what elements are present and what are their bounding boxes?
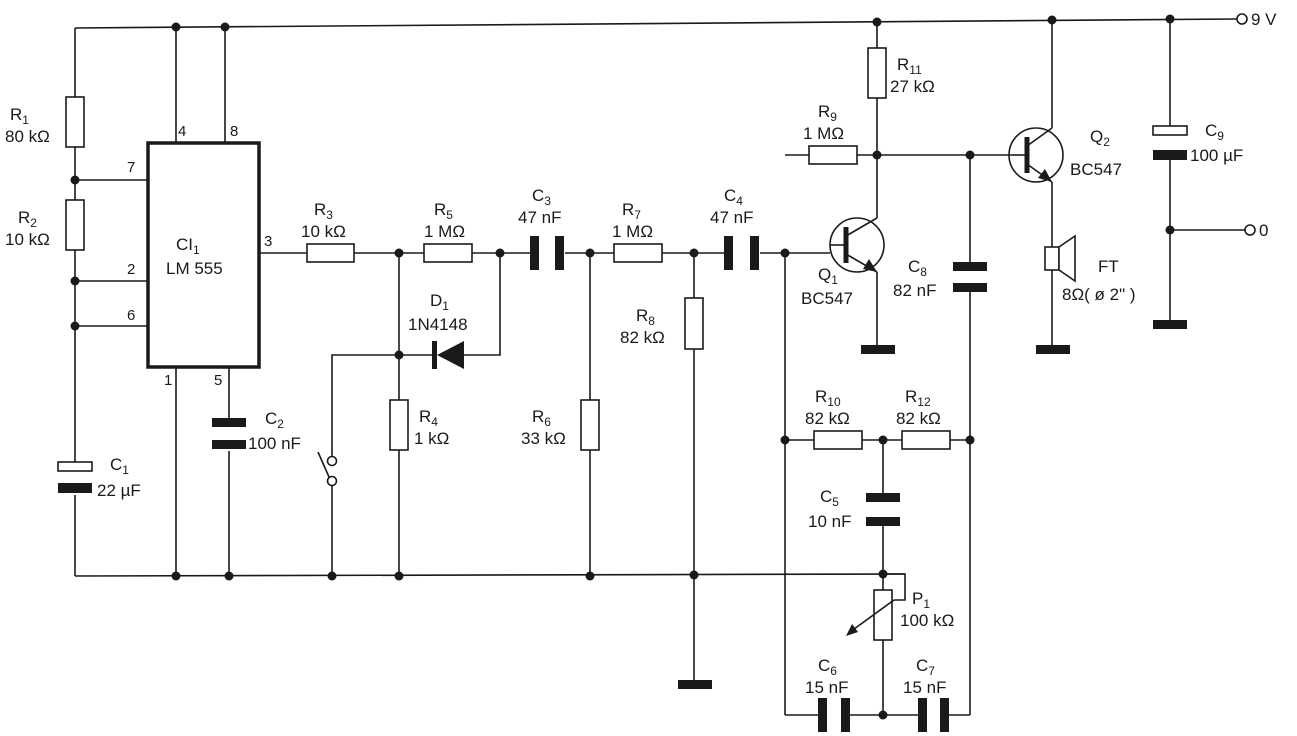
svg-text:47 nF: 47 nF bbox=[518, 208, 561, 227]
svg-text:100 µF: 100 µF bbox=[1190, 146, 1243, 165]
svg-text:10 nF: 10 nF bbox=[808, 512, 851, 531]
svg-text:R6: R6 bbox=[532, 407, 551, 429]
svg-text:R9: R9 bbox=[818, 102, 837, 124]
svg-text:47 nF: 47 nF bbox=[710, 208, 753, 227]
pin-8: 8 bbox=[230, 123, 238, 140]
svg-text:R10: R10 bbox=[815, 387, 841, 409]
diode-d1: D1 1N4148 bbox=[408, 291, 468, 369]
svg-text:100 nF: 100 nF bbox=[248, 434, 301, 453]
supply-terminal: 9 V bbox=[1236, 10, 1277, 29]
svg-text:C6: C6 bbox=[818, 656, 837, 678]
supply-label: 9 V bbox=[1251, 10, 1277, 29]
potentiometer-p1: P1 100 kΩ bbox=[846, 589, 954, 641]
push-switch bbox=[317, 451, 338, 487]
svg-text:15 nF: 15 nF bbox=[903, 678, 946, 697]
pin-7: 7 bbox=[127, 159, 135, 176]
svg-text:BC547: BC547 bbox=[801, 289, 853, 308]
resistor-r12: R12 82 kΩ bbox=[896, 387, 951, 450]
resistor-r7: R7 1 MΩ bbox=[612, 200, 663, 263]
capacitor-c5: C5 10 nF bbox=[808, 487, 900, 531]
capacitor-c2: C2 100 nF bbox=[212, 409, 301, 453]
svg-text:R3: R3 bbox=[314, 200, 333, 222]
svg-text:8Ω( ø 2" ): 8Ω( ø 2" ) bbox=[1062, 285, 1136, 304]
svg-text:82 kΩ: 82 kΩ bbox=[805, 409, 850, 428]
pin-5: 5 bbox=[214, 372, 222, 389]
capacitor-c4: C4 47 nF bbox=[710, 186, 759, 270]
svg-text:1N4148: 1N4148 bbox=[408, 315, 468, 334]
resistor-r3: R3 10 kΩ bbox=[301, 200, 355, 263]
svg-text:FT: FT bbox=[1098, 257, 1119, 276]
resistor-r2: R2 10 kΩ bbox=[5, 199, 85, 251]
svg-text:R12: R12 bbox=[905, 387, 931, 409]
resistor-r5: R5 1 MΩ bbox=[423, 200, 473, 263]
pin-3: 3 bbox=[264, 233, 272, 250]
svg-text:R4: R4 bbox=[419, 407, 438, 429]
svg-text:100 kΩ: 100 kΩ bbox=[900, 611, 954, 630]
svg-text:22 µF: 22 µF bbox=[97, 481, 141, 500]
capacitor-c7: C7 15 nF bbox=[903, 656, 949, 732]
svg-text:10 kΩ: 10 kΩ bbox=[5, 230, 50, 249]
pin-2: 2 bbox=[127, 261, 135, 278]
ic-lm555: CI1 LM 555 4 8 7 2 6 3 1 5 bbox=[127, 123, 272, 389]
output-terminal: 0 bbox=[1244, 221, 1268, 240]
svg-text:82 kΩ: 82 kΩ bbox=[896, 409, 941, 428]
resistor-r4: R4 1 kΩ bbox=[389, 399, 449, 451]
svg-text:C5: C5 bbox=[820, 487, 839, 509]
ground-symbols bbox=[678, 320, 1187, 689]
svg-text:R11: R11 bbox=[897, 55, 922, 77]
svg-text:1 MΩ: 1 MΩ bbox=[612, 222, 653, 241]
svg-text:R2: R2 bbox=[18, 208, 37, 230]
svg-text:Q1: Q1 bbox=[818, 265, 838, 287]
junction-dots bbox=[70, 14, 1175, 720]
ic-part: LM 555 bbox=[166, 259, 223, 278]
svg-text:1 MΩ: 1 MΩ bbox=[424, 222, 465, 241]
svg-text:C4: C4 bbox=[724, 186, 743, 208]
svg-text:C1: C1 bbox=[110, 455, 129, 477]
svg-text:10 kΩ: 10 kΩ bbox=[301, 222, 346, 241]
transistor-q1: Q1 BC547 bbox=[801, 217, 885, 308]
svg-text:R5: R5 bbox=[434, 200, 453, 222]
svg-text:1 kΩ: 1 kΩ bbox=[414, 429, 449, 448]
resistor-r9: R9 1 MΩ bbox=[803, 102, 858, 165]
svg-text:15 nF: 15 nF bbox=[805, 678, 848, 697]
resistor-r8: R8 82 kΩ bbox=[620, 297, 704, 350]
speaker-ft: FT 8Ω( ø 2" ) bbox=[1044, 234, 1136, 304]
svg-text:R8: R8 bbox=[636, 306, 655, 328]
pin-1: 1 bbox=[164, 372, 172, 389]
svg-text:P1: P1 bbox=[912, 589, 930, 611]
output-label: 0 bbox=[1259, 221, 1268, 240]
svg-text:27 kΩ: 27 kΩ bbox=[890, 77, 935, 96]
resistor-r11: R11 27 kΩ bbox=[867, 47, 935, 99]
capacitor-c6: C6 15 nF bbox=[805, 656, 850, 732]
capacitor-c8: C8 82 nF bbox=[893, 257, 987, 300]
svg-text:82 kΩ: 82 kΩ bbox=[620, 328, 665, 347]
svg-text:C7: C7 bbox=[916, 656, 935, 678]
svg-text:D1: D1 bbox=[430, 291, 449, 313]
capacitor-c1: C1 22 µF bbox=[57, 455, 141, 500]
resistor-r6: R6 33 kΩ bbox=[521, 399, 600, 451]
capacitor-c9: C9 100 µF bbox=[1152, 121, 1243, 165]
svg-text:80 kΩ: 80 kΩ bbox=[5, 127, 50, 146]
svg-text:33 kΩ: 33 kΩ bbox=[521, 429, 566, 448]
svg-text:1 MΩ: 1 MΩ bbox=[803, 124, 844, 143]
transistor-q2: Q2 BC547 bbox=[1008, 127, 1122, 183]
svg-text:82 nF: 82 nF bbox=[893, 281, 936, 300]
svg-text:Q2: Q2 bbox=[1090, 127, 1110, 149]
svg-text:BC547: BC547 bbox=[1070, 160, 1122, 179]
svg-text:R7: R7 bbox=[622, 200, 641, 222]
svg-text:C8: C8 bbox=[908, 257, 927, 279]
svg-text:C9: C9 bbox=[1205, 121, 1224, 143]
resistor-r1: R1 80 kΩ bbox=[5, 96, 85, 148]
svg-text:C3: C3 bbox=[532, 186, 551, 208]
svg-text:C2: C2 bbox=[265, 409, 284, 431]
svg-text:R1: R1 bbox=[10, 105, 29, 127]
resistor-r10: R10 82 kΩ bbox=[805, 387, 863, 450]
ic-ref: CI1 bbox=[176, 235, 200, 257]
pin-4: 4 bbox=[178, 123, 186, 140]
capacitor-c3: C3 47 nF bbox=[518, 186, 564, 270]
pin-6: 6 bbox=[127, 307, 135, 324]
